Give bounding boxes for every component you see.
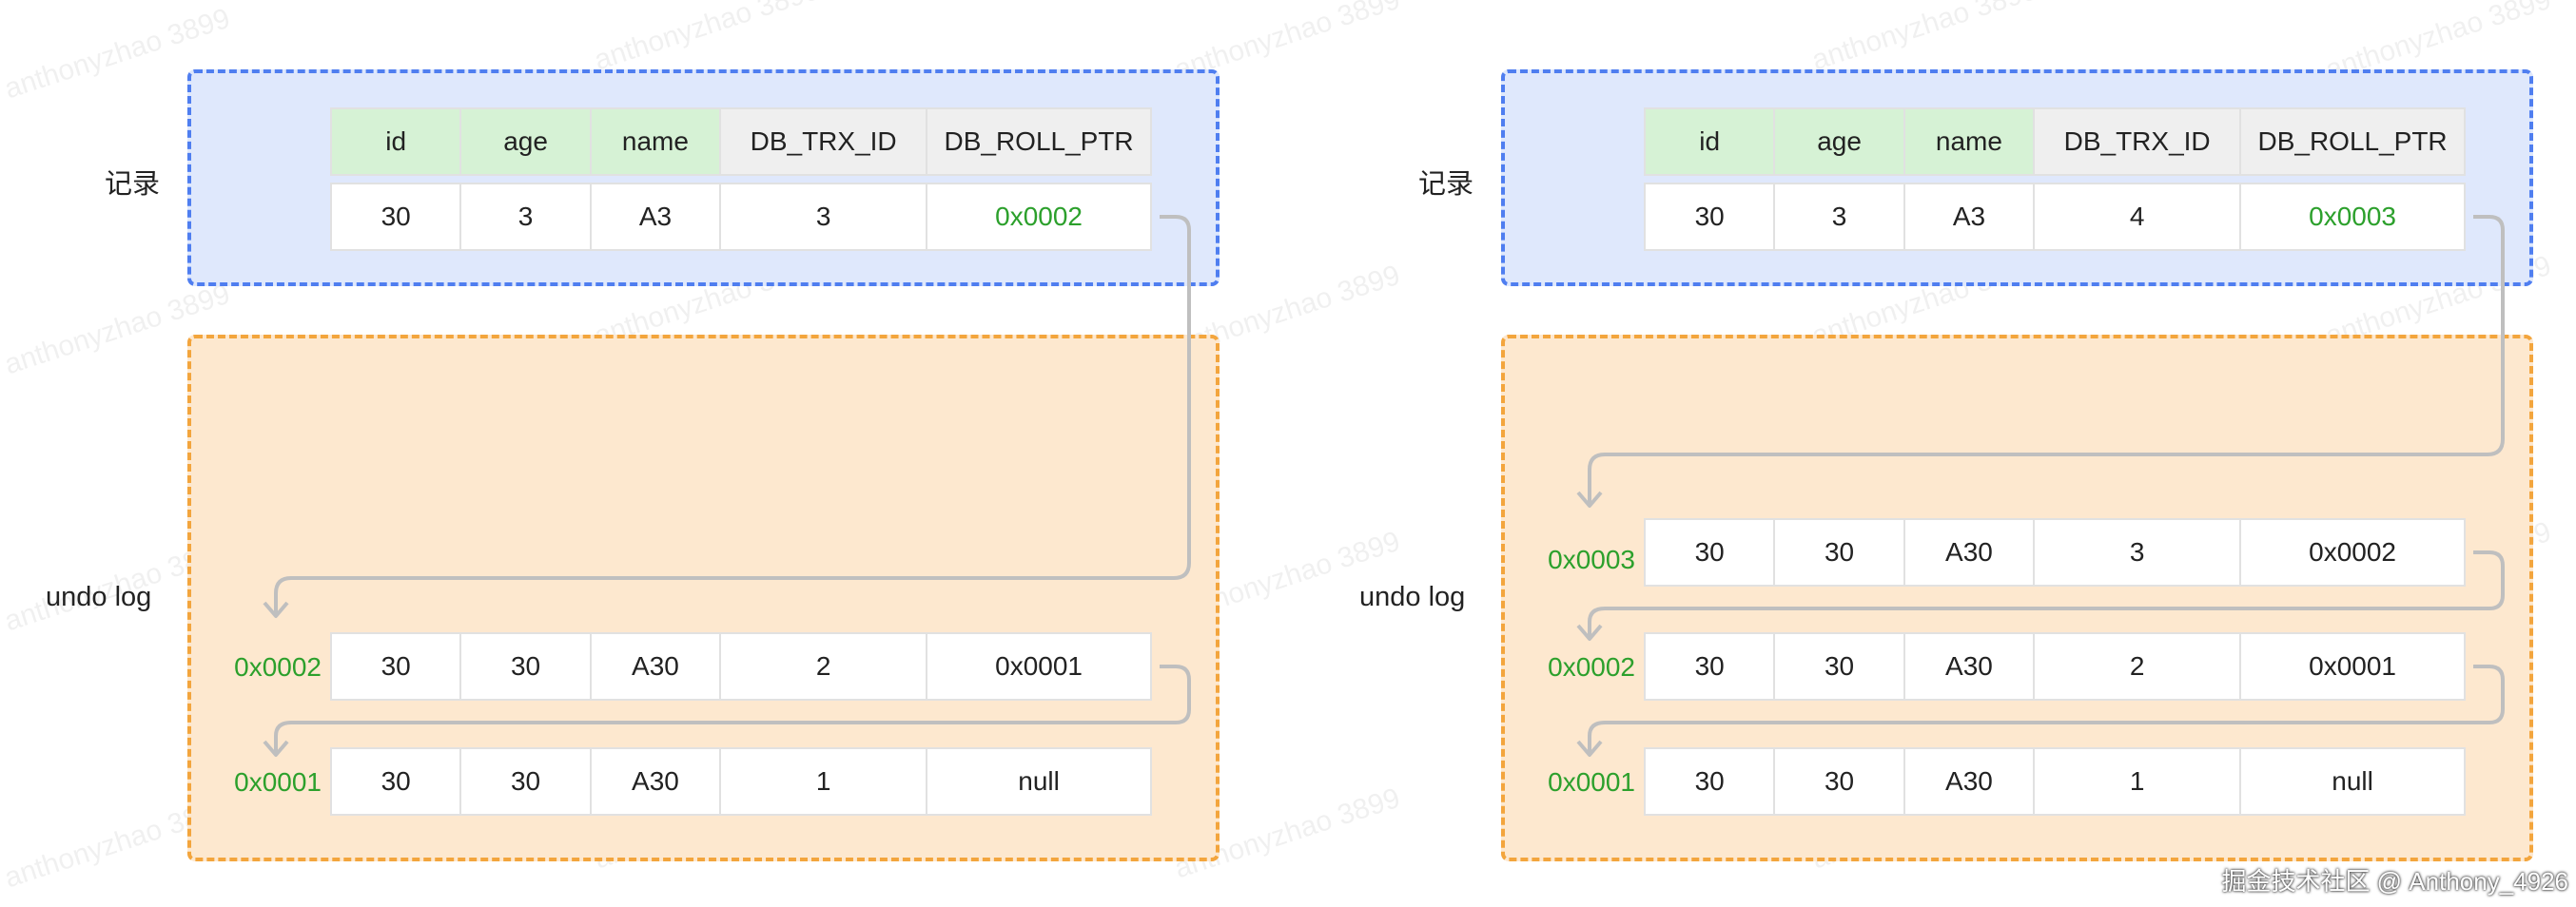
header-age: age — [461, 109, 592, 174]
undo-log-label: undo log — [46, 582, 152, 612]
header-db-trx-id: DB_TRX_ID — [721, 109, 928, 174]
undo-row-address: 0x0002 — [1548, 652, 1635, 682]
undo-cell-id: 30 — [1646, 634, 1776, 699]
undo-cell-age: 30 — [461, 749, 592, 814]
record-cell-age: 3 — [1775, 184, 1905, 249]
undo-log-label: undo log — [1359, 582, 1466, 612]
undo-cell-trx-id: 1 — [721, 749, 928, 814]
undo-cell-age: 30 — [1775, 520, 1905, 585]
undo-cell-trx-id: 2 — [721, 634, 928, 699]
record-cell-age: 3 — [461, 184, 592, 249]
footer-watermark: 掘金技术社区 @ Anthony_4926 — [2221, 867, 2568, 896]
undo-log-row: 30 30 A30 2 0x0001 — [1644, 632, 2466, 701]
record-label: 记录 — [105, 169, 161, 200]
record-cell-id: 30 — [332, 184, 462, 249]
arrow-head — [1576, 740, 1603, 757]
undo-cell-roll-ptr: 0x0001 — [2309, 651, 2396, 681]
undo-log-row: 30 30 A30 1 null — [330, 747, 1152, 816]
undo-cell-trx-id: 1 — [2035, 749, 2242, 814]
undo-cell-roll-ptr: 0x0001 — [995, 651, 1083, 681]
undo-row-address: 0x0001 — [1548, 767, 1635, 797]
record-cell-id: 30 — [1646, 184, 1776, 249]
record-cell-name: A3 — [592, 184, 722, 249]
undo-cell-age: 30 — [461, 634, 592, 699]
record-cell-name: A3 — [1905, 184, 2036, 249]
arrow-head — [1576, 624, 1603, 641]
undo-cell-roll-ptr: null — [1018, 766, 1060, 796]
header-name: name — [1904, 109, 2036, 174]
arrow-head — [263, 740, 289, 757]
record-cell-trx-id: 3 — [721, 184, 928, 249]
undo-cell-name: A30 — [592, 634, 722, 699]
undo-log-row: 30 30 A30 1 null — [1644, 747, 2466, 816]
undo-cell-roll-ptr: 0x0002 — [2309, 537, 2396, 567]
record-row: 30 3 A3 3 0x0002 — [330, 183, 1152, 251]
header-age: age — [1775, 109, 1905, 174]
undo-cell-name: A30 — [592, 749, 722, 814]
roll-ptr-arrow — [274, 215, 1191, 614]
undo-cell-name: A30 — [1905, 634, 2036, 699]
undo-cell-age: 30 — [1775, 634, 1905, 699]
undo-cell-trx-id: 2 — [2035, 634, 2242, 699]
undo-row-address: 0x0003 — [1548, 545, 1635, 574]
undo-cell-roll-ptr: null — [2332, 766, 2373, 796]
record-cell-roll-ptr: 0x0003 — [2309, 202, 2396, 231]
undo-cell-id: 30 — [1646, 520, 1776, 585]
panel-before: 记录 undo log id age name DB_TRX_ID DB_ROL… — [46, 69, 1220, 861]
undo-cell-age: 30 — [1775, 749, 1905, 814]
header-db-trx-id: DB_TRX_ID — [2035, 109, 2242, 174]
panel-after: 记录 undo log id age name DB_TRX_ID DB_ROL… — [1314, 0, 2576, 907]
column-header-row: id age name DB_TRX_ID DB_ROLL_PTR — [330, 107, 1152, 176]
undo-row-address: 0x0001 — [234, 767, 322, 797]
record-cell-trx-id: 4 — [2035, 184, 2242, 249]
undo-row-address: 0x0002 — [234, 652, 322, 682]
header-id: id — [332, 109, 462, 174]
header-db-roll-ptr: DB_ROLL_PTR — [2241, 109, 2465, 174]
undo-log-row: 30 30 A30 2 0x0001 — [330, 632, 1152, 701]
undo-cell-trx-id: 3 — [2035, 520, 2242, 585]
roll-ptr-arrow — [1588, 215, 2505, 504]
undo-cell-id: 30 — [1646, 749, 1776, 814]
header-name: name — [591, 109, 722, 174]
undo-cell-id: 30 — [332, 749, 462, 814]
record-label: 记录 — [1418, 169, 1474, 200]
record-row: 30 3 A3 4 0x0003 — [1644, 183, 2466, 251]
header-id: id — [1646, 109, 1776, 174]
undo-cell-name: A30 — [1905, 520, 2036, 585]
pointer-arrows — [1576, 215, 2505, 757]
roll-ptr-arrow — [1588, 665, 2505, 753]
header-db-roll-ptr: DB_ROLL_PTR — [927, 109, 1151, 174]
undo-cell-name: A30 — [1905, 749, 2036, 814]
pointer-arrows — [263, 215, 1191, 757]
column-header-row: id age name DB_TRX_ID DB_ROLL_PTR — [1644, 107, 2466, 176]
undo-log-row: 30 30 A30 3 0x0002 — [1644, 518, 2466, 587]
roll-ptr-arrow — [1588, 550, 2505, 637]
arrow-head — [263, 601, 289, 618]
record-cell-roll-ptr: 0x0002 — [995, 202, 1083, 231]
arrow-head — [1576, 491, 1603, 508]
undo-cell-id: 30 — [332, 634, 462, 699]
roll-ptr-arrow — [274, 665, 1191, 753]
